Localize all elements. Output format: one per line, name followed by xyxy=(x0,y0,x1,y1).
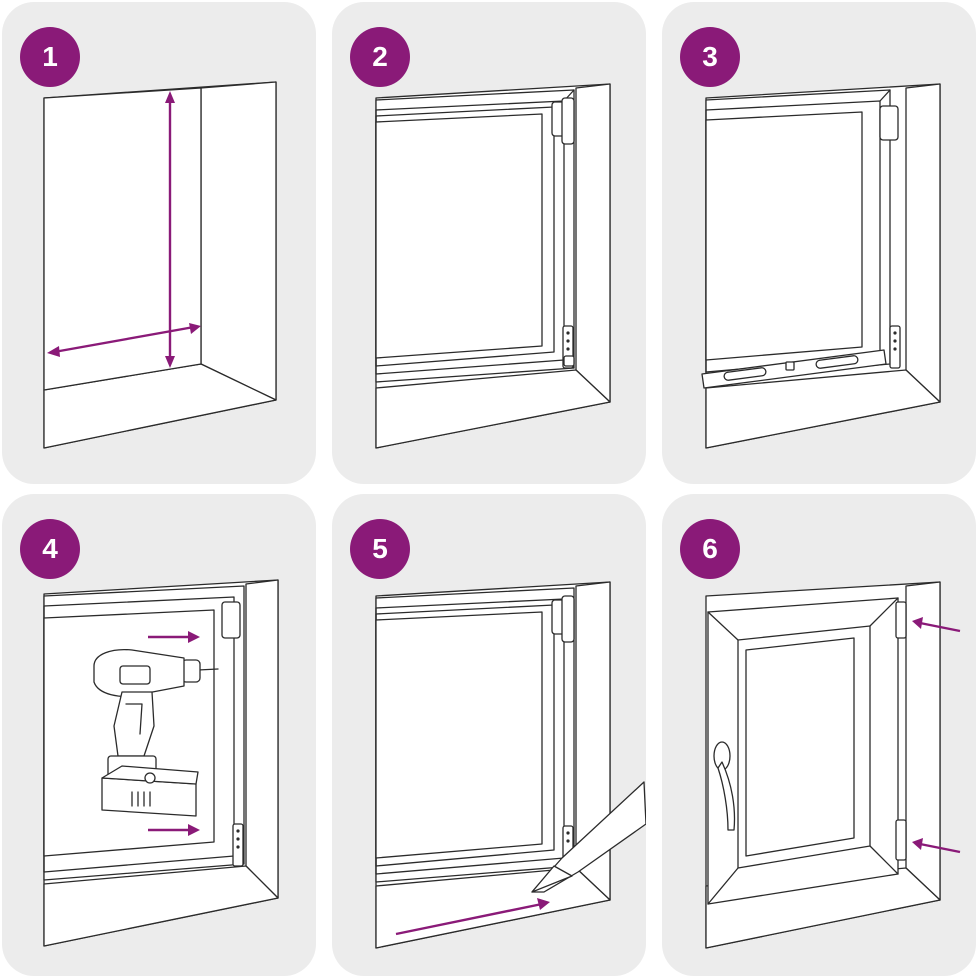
push-arrow-icon xyxy=(912,617,961,854)
frame-bracket-icon xyxy=(232,823,244,867)
hinge-icon xyxy=(879,105,899,141)
step-number-badge: 2 xyxy=(350,27,410,87)
frame-bracket-icon xyxy=(562,325,575,369)
step-number-badge: 6 xyxy=(680,519,740,579)
sealant-application-illustration xyxy=(375,581,646,949)
window-handle-icon xyxy=(713,741,736,831)
frame-bracket-icon xyxy=(889,325,901,369)
step-panel-5: 5 xyxy=(332,494,646,976)
step-number-badge: 5 xyxy=(350,519,410,579)
hinge-icon xyxy=(221,601,241,639)
wall-opening-measure-illustration xyxy=(43,81,277,449)
sash-mounting-illustration xyxy=(705,581,961,949)
drill-icon xyxy=(93,648,219,817)
step-panel-1: 1 xyxy=(2,2,316,484)
frame-insertion-illustration xyxy=(375,83,611,449)
step-panel-3: 3 xyxy=(662,2,976,484)
step-panel-2: 2 xyxy=(332,2,646,484)
caulk-gun-icon xyxy=(531,781,646,893)
hinge-icon xyxy=(895,601,907,861)
hinge-icon xyxy=(551,97,575,145)
push-arrow-icon xyxy=(395,898,550,936)
hinge-icon xyxy=(551,595,575,643)
push-arrow-icon xyxy=(148,631,200,836)
step-number-badge: 1 xyxy=(20,27,80,87)
step-panel-4: 4 xyxy=(2,494,316,976)
step-panel-6: 6 xyxy=(662,494,976,976)
measure-arrows-icon xyxy=(47,91,201,368)
screw-fixing-illustration xyxy=(43,579,279,947)
step-number-badge: 4 xyxy=(20,519,80,579)
spirit-level-icon xyxy=(701,349,887,389)
step-number-badge: 3 xyxy=(680,27,740,87)
level-check-illustration xyxy=(701,83,941,449)
